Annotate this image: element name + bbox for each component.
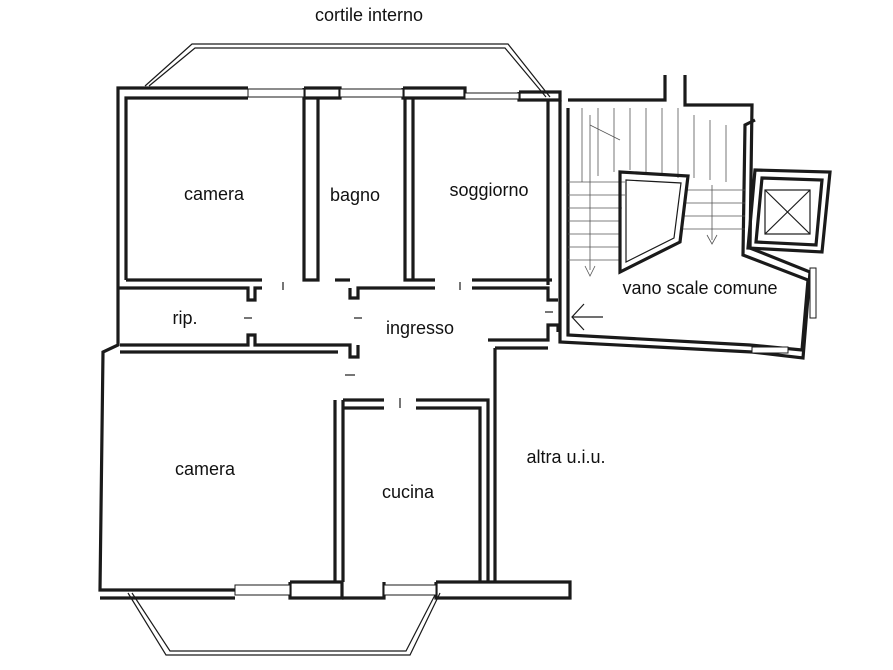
- interior-walls: [118, 98, 560, 582]
- exterior-walls: [98, 86, 572, 600]
- label-entrance: ingresso: [386, 318, 454, 338]
- elevator-shaft-icon: [746, 168, 832, 354]
- label-other-unit: altra u.i.u.: [526, 447, 605, 467]
- label-stairwell: vano scale comune: [622, 278, 777, 298]
- stairwell: [558, 75, 812, 360]
- arrow-left-icon: [571, 303, 603, 331]
- label-bedroom-bottom: camera: [175, 459, 236, 479]
- label-kitchen: cucina: [382, 482, 435, 502]
- label-bedroom-top: camera: [184, 184, 245, 204]
- balcony-bottom: [127, 592, 441, 656]
- label-storage: rip.: [172, 308, 197, 328]
- balcony-top: [144, 43, 551, 98]
- label-courtyard: cortile interno: [315, 5, 423, 25]
- label-living-room: soggiorno: [449, 180, 528, 200]
- label-bathroom: bagno: [330, 185, 380, 205]
